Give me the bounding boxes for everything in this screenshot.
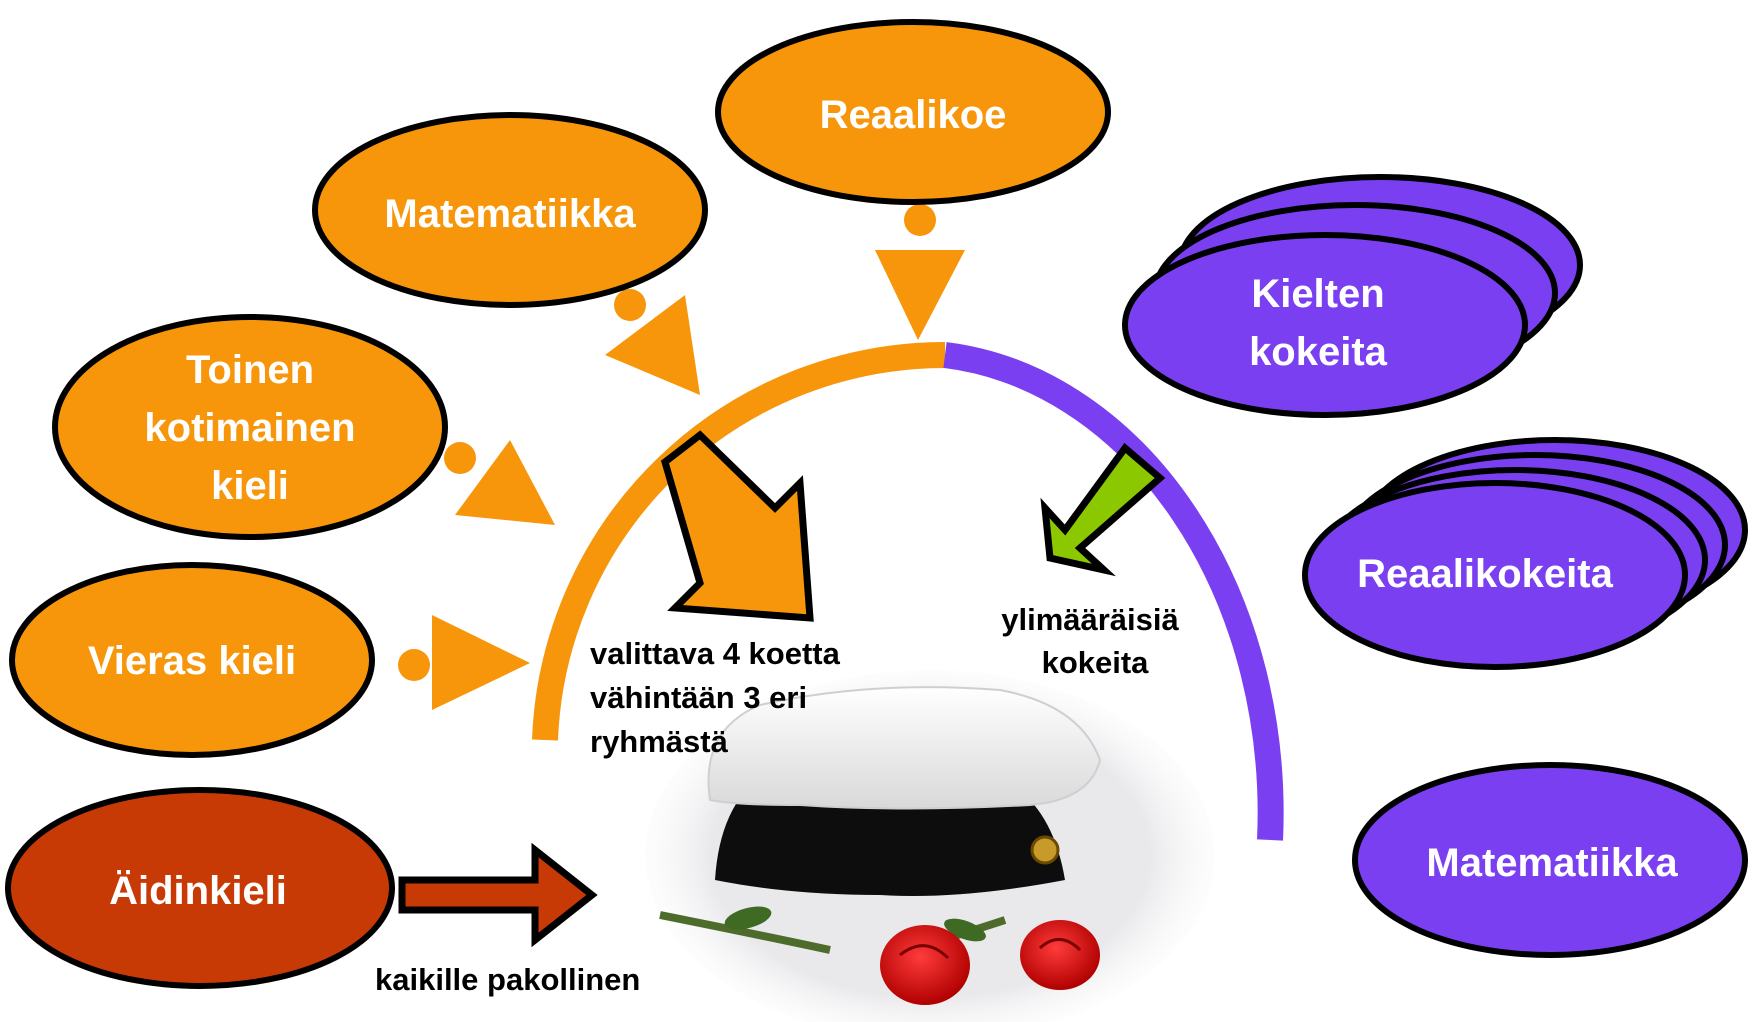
svg-text:kieli: kieli <box>211 464 289 508</box>
note-mandatory: kaikille pakollinen <box>375 962 640 997</box>
node-aidinkieli: Äidinkieli <box>5 787 395 989</box>
connector-reaalikoe <box>875 204 965 340</box>
connector-matematiikka <box>605 289 700 395</box>
svg-text:Reaalikokeita: Reaalikokeita <box>1357 552 1613 596</box>
svg-text:kokeita: kokeita <box>1249 330 1388 374</box>
node-reaalikoe: Reaalikoe <box>715 19 1111 205</box>
orange-arrow-to-choice <box>660 430 814 622</box>
svg-text:Matematiikka: Matematiikka <box>384 192 636 236</box>
extra-arc <box>943 342 1284 841</box>
connector-toinen-kotimainen <box>444 440 555 525</box>
node-toinen-kotimainen-kieli: Toinen kotimainen kieli <box>52 314 448 540</box>
note-choice: valittava 4 koetta vähintään 3 eri ryhmä… <box>590 636 841 759</box>
student-cap-image <box>645 670 1215 1022</box>
svg-text:ylimääräisiä: ylimääräisiä <box>1001 602 1179 637</box>
node-vieras-kieli: Vieras kieli <box>9 562 375 758</box>
svg-text:Kielten: Kielten <box>1251 272 1384 316</box>
note-extra: ylimääräisiä kokeita <box>1001 602 1179 680</box>
svg-text:kotimainen: kotimainen <box>144 406 355 450</box>
svg-text:valittava 4 koetta: valittava 4 koetta <box>590 636 841 671</box>
node-matematiikka: Matematiikka <box>312 112 708 308</box>
red-arrow-mandatory <box>398 842 598 948</box>
node-matematiikka-extra: Matematiikka <box>1352 762 1748 958</box>
svg-text:Matematiikka: Matematiikka <box>1426 841 1678 885</box>
green-arrow-to-extra <box>1040 442 1166 577</box>
svg-text:ryhmästä: ryhmästä <box>590 724 729 759</box>
svg-text:Äidinkieli: Äidinkieli <box>109 869 287 913</box>
svg-text:Reaalikoe: Reaalikoe <box>820 93 1007 137</box>
svg-text:Vieras kieli: Vieras kieli <box>88 639 296 683</box>
svg-text:vähintään 3 eri: vähintään 3 eri <box>590 680 807 715</box>
connector-vieras-kieli <box>398 615 530 710</box>
node-reaalikokeita: Reaalikokeita <box>1302 437 1748 670</box>
svg-text:Toinen: Toinen <box>186 348 314 392</box>
svg-text:kokeita: kokeita <box>1042 645 1150 680</box>
node-kielten-kokeita: Kielten kokeita <box>1122 174 1583 418</box>
